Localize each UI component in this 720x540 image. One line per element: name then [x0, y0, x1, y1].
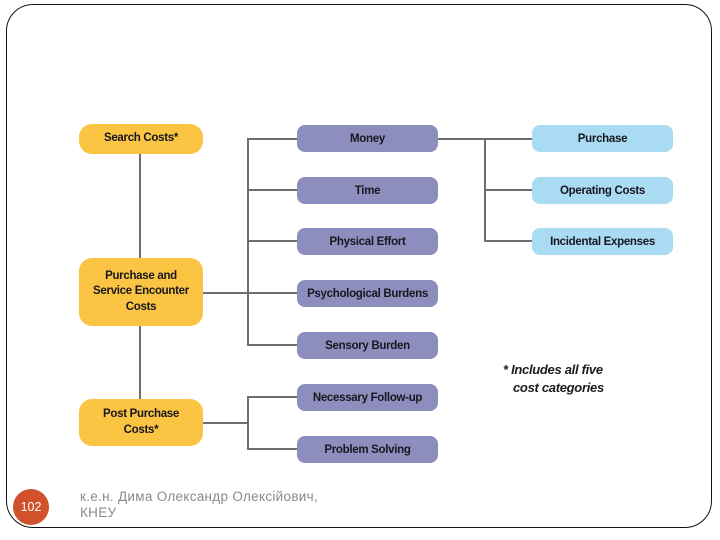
connector-stub-money	[248, 138, 297, 140]
box-label: Purchase	[577, 132, 628, 145]
footer-author-line-1: к.е.н. Дима Олександр Олексійович,	[80, 489, 319, 504]
box-time: Time	[297, 177, 438, 204]
box-label: Search Costs*	[103, 132, 179, 145]
box-search-costs: Search Costs*	[79, 124, 203, 154]
connector-stub-operating	[485, 189, 532, 191]
connector-purchase-to-postpurchase	[139, 326, 141, 400]
box-label: Operating Costs	[560, 184, 645, 197]
connector-stub-psychological	[248, 292, 297, 294]
box-label: Purchase and Service Encounter Costs	[93, 269, 189, 313]
connector-stub-physical	[248, 240, 297, 242]
box-necessary-follow-up: Necessary Follow-up	[297, 384, 438, 411]
connector-stub-incidental	[485, 240, 532, 242]
footnote-annotation: * Includes all five cost categories	[503, 361, 604, 396]
page-number: 102	[20, 500, 42, 514]
connector-search-to-purchase	[139, 154, 141, 261]
connector-stub-problem	[248, 448, 297, 450]
box-purchase: Purchase	[532, 125, 673, 152]
footer-author: к.е.н. Дима Олександр Олексійович, КНЕУ	[80, 489, 380, 520]
connector-stub-followup	[248, 396, 297, 398]
box-post-purchase-costs: Post Purchase Costs*	[79, 399, 203, 446]
slide-border	[6, 4, 712, 528]
box-label: Physical Effort	[329, 235, 406, 248]
box-purchase-service-encounter-costs: Purchase and Service Encounter Costs	[79, 258, 203, 326]
page-number-badge: 102	[13, 489, 49, 525]
connector-purchase-group-to-trunk	[203, 292, 248, 294]
connector-stub-time	[248, 189, 297, 191]
box-money: Money	[297, 125, 438, 152]
box-label: Post Purchase Costs*	[103, 407, 179, 436]
box-label: Psychological Burdens	[307, 287, 428, 300]
box-label: Incidental Expenses	[550, 235, 655, 248]
box-label: Sensory Burden	[325, 339, 410, 352]
connector-postpurchase-to-trunk	[203, 422, 248, 424]
footer-author-line-2: КНЕУ	[80, 504, 117, 520]
connector-trunk-lower	[247, 396, 249, 450]
box-psychological-burdens: Psychological Burdens	[297, 280, 438, 307]
footnote-line-1: * Includes all five	[503, 362, 603, 377]
box-incidental-expenses: Incidental Expenses	[532, 228, 673, 255]
box-operating-costs: Operating Costs	[532, 177, 673, 204]
box-label: Problem Solving	[324, 443, 411, 456]
box-label: Money	[350, 132, 385, 145]
connector-stub-sensory	[248, 344, 297, 346]
box-sensory-burden: Sensory Burden	[297, 332, 438, 359]
box-physical-effort: Physical Effort	[297, 228, 438, 255]
connector-trunk-upper	[247, 138, 249, 346]
box-label: Necessary Follow-up	[312, 391, 423, 404]
box-problem-solving: Problem Solving	[297, 436, 438, 463]
box-label: Time	[354, 184, 381, 197]
footnote-line-2: cost categories	[513, 379, 604, 395]
